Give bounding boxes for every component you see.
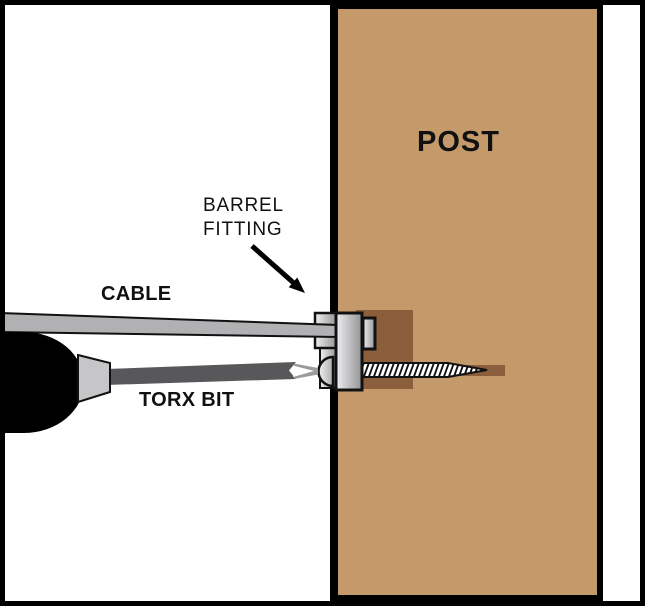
annotation-arrowhead xyxy=(288,277,305,293)
cable-label: CABLE xyxy=(101,283,172,305)
fitting-body xyxy=(334,311,364,392)
post-face xyxy=(338,9,597,595)
set-screw xyxy=(361,316,377,351)
bit-prong-notch xyxy=(293,365,314,377)
torx-bit-label: TORX BIT xyxy=(139,389,235,411)
torx-bit-graphic xyxy=(106,362,296,385)
annotation-arrow-line xyxy=(250,244,298,287)
barrel-end-cap xyxy=(317,355,335,388)
drill-chuck xyxy=(77,353,111,404)
drill-body xyxy=(0,332,84,433)
post-label: POST xyxy=(417,126,500,158)
barrel-fitting-label: BARREL FITTING xyxy=(203,195,284,240)
cable-graphic xyxy=(0,311,339,339)
